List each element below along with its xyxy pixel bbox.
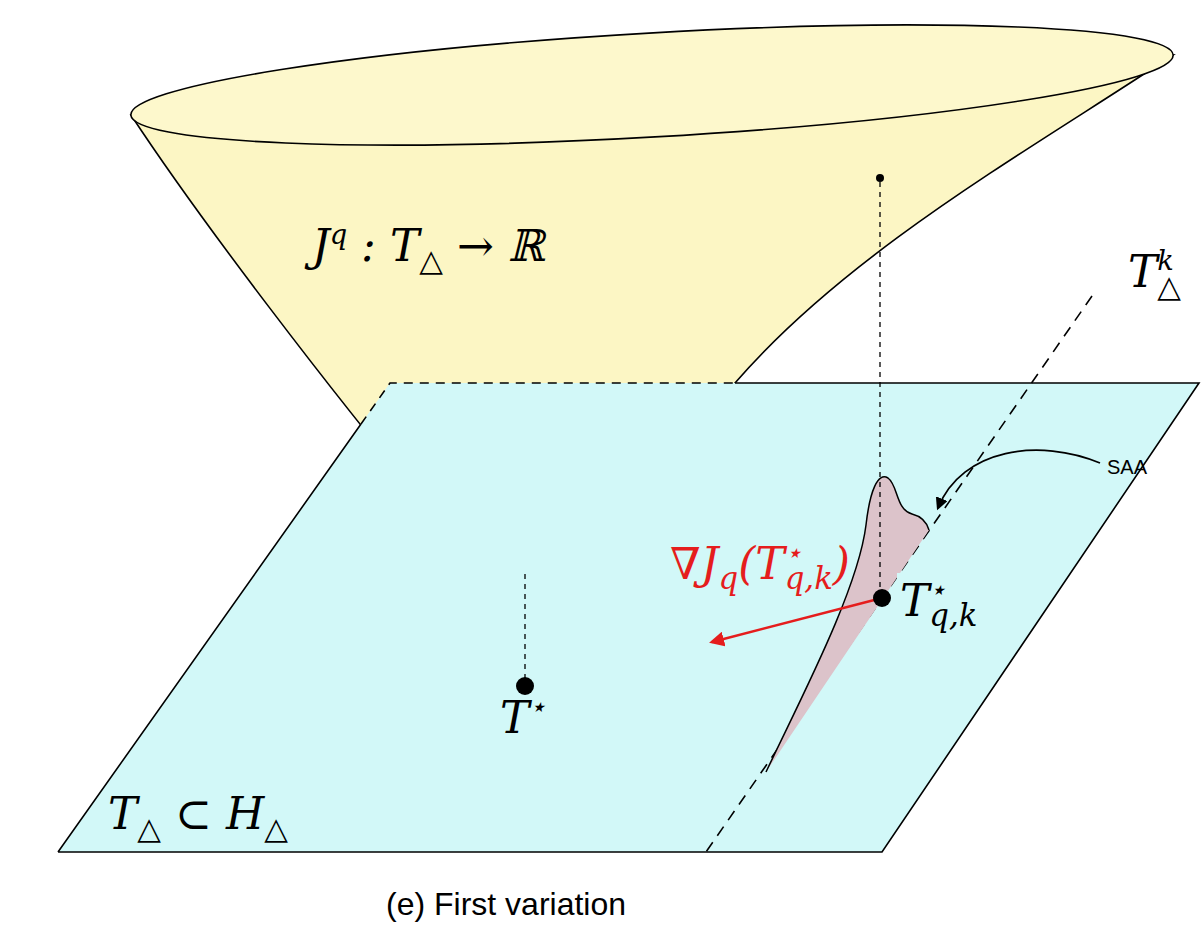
point-label: T⋆ — [500, 690, 546, 745]
math-part: (T — [738, 538, 785, 589]
plane-fill — [58, 383, 1199, 852]
math-part: q — [330, 219, 347, 250]
math-part: ∇J — [670, 538, 718, 589]
surface-rim — [128, 3, 1176, 167]
math-part: T — [900, 575, 929, 626]
projection-line — [879, 182, 880, 590]
math-part: T — [108, 788, 137, 839]
shape-outline — [58, 383, 1199, 852]
gradient-label: ∇Jq(T⋆q,k) — [670, 536, 850, 597]
math-part: T — [500, 692, 529, 743]
math-part: △ — [137, 810, 161, 846]
math-part: ) — [833, 538, 850, 589]
plane-edge — [58, 383, 1199, 852]
math-part: : T — [347, 220, 419, 271]
node-label: T△ ⊂ H△ — [108, 786, 288, 847]
math-part: q,k — [785, 560, 833, 596]
node-label: Jq : T△ → ℝ — [312, 218, 544, 279]
math-part: △ — [264, 810, 288, 846]
subspace-line — [706, 296, 1092, 852]
domain-plane: T△ ⊂ H△ — [58, 383, 1199, 852]
minimizer-dot — [873, 589, 891, 607]
hidden-plane-edge — [361, 383, 735, 424]
subspace-label: Tk△ — [1128, 244, 1181, 305]
projection-line — [524, 574, 525, 678]
gradient-arrow — [712, 598, 882, 642]
figure-caption: (e) First variation — [386, 884, 626, 924]
point-label: T⋆q,k — [897, 573, 981, 634]
restricted-region — [766, 477, 929, 772]
math-part: q — [718, 560, 738, 596]
math-part: T — [1128, 246, 1157, 297]
math-part: → ℝ — [443, 220, 544, 271]
math-part: △ — [1157, 268, 1181, 304]
math-part: q,k — [929, 597, 977, 633]
math-part: ⋆ — [529, 691, 546, 722]
math-part: ⊂ H — [161, 788, 264, 839]
math-part: J — [312, 220, 330, 271]
saa-arrow — [938, 450, 1100, 508]
math-part: SAA — [1107, 456, 1147, 478]
surface-point — [876, 174, 884, 182]
math-part: △ — [419, 242, 443, 278]
method-label: SAA — [1107, 455, 1147, 480]
restricted-outline — [766, 477, 929, 772]
